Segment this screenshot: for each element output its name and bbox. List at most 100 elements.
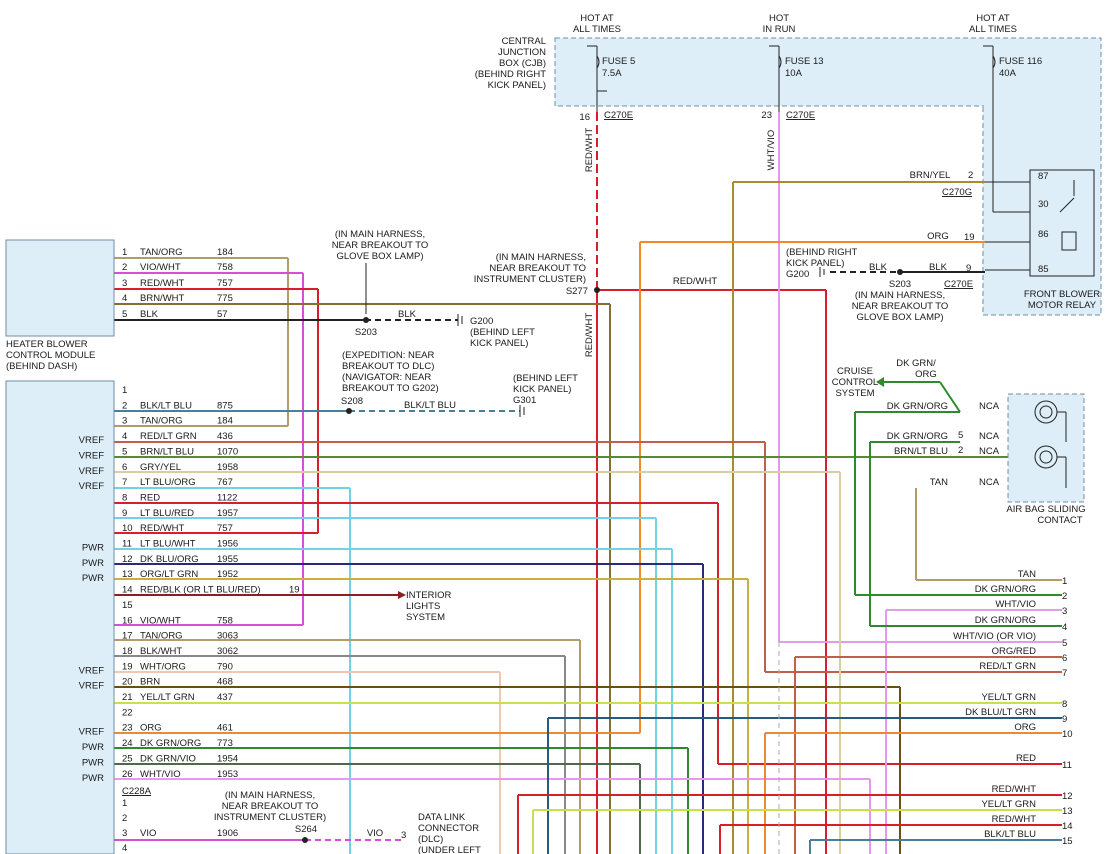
- airbag-row-nca: NCA: [979, 401, 1000, 412]
- airbag-row-pin: 5: [958, 430, 963, 441]
- right-pin-num: 7: [1062, 668, 1067, 679]
- s208-label: S208: [341, 396, 363, 407]
- cruise-wire-1: DK GRN/: [896, 358, 936, 369]
- connector-pin-color: LT BLU/WHT: [140, 539, 196, 550]
- relay-terminal-86: 86: [1038, 229, 1049, 240]
- relay-pin-9: 9: [966, 263, 971, 274]
- cjb-label-3: BOX (CJB): [499, 58, 546, 69]
- relay-label-2: MOTOR RELAY: [1028, 300, 1097, 311]
- heater-pin-num: 2: [122, 262, 127, 273]
- connector-pin-num: 10: [122, 523, 133, 534]
- red-wht-top-label: RED/WHT: [673, 276, 718, 287]
- connector-pin-side: VREF: [79, 681, 105, 692]
- connector-pin-side: VREF: [79, 466, 105, 477]
- s203-splice-dot: [363, 317, 369, 323]
- connector-pin-side: VREF: [79, 435, 105, 446]
- connector-pin-num: 24: [122, 738, 133, 749]
- connector-pin-circuit: 875: [217, 400, 233, 411]
- connector-pin-num: 19: [122, 661, 133, 672]
- right-pin-color: RED: [1016, 753, 1036, 764]
- feed1-hot-1: HOT AT: [580, 13, 614, 24]
- c228a-pin-color: VIO: [140, 828, 156, 839]
- connector-pin-side: PWR: [82, 543, 104, 554]
- c228a-pin-num: 4: [122, 843, 127, 854]
- connector-pin-num: 14: [122, 585, 133, 596]
- s277-splice-dot: [594, 287, 600, 293]
- cruise-3: SYSTEM: [835, 388, 874, 399]
- connector-pin-num: 6: [122, 462, 127, 473]
- right-pin-color: RED/LT GRN: [979, 661, 1036, 672]
- connector-pin-circuit: 758: [217, 615, 233, 626]
- c270e-label-3: C270E: [944, 279, 973, 290]
- right-pin-color: DK GRN/ORG: [975, 615, 1036, 626]
- vio-label: VIO: [367, 828, 383, 839]
- relay-label-1: FRONT BLOWER: [1024, 289, 1100, 300]
- s208-note-3: (NAVIGATOR: NEAR: [342, 372, 431, 383]
- c228a-pin-num: 2: [122, 813, 127, 824]
- s203-right-note-1: (IN MAIN HARNESS,: [855, 290, 945, 301]
- connector-pin-color: RED/LT GRN: [140, 431, 197, 442]
- connector-pin-color: DK BLU/ORG: [140, 554, 199, 565]
- heater-pin-num: 4: [122, 293, 127, 304]
- connector-pin-num: 21: [122, 692, 133, 703]
- connector-pin-circuit: 3062: [217, 646, 238, 657]
- right-pin-num: 3: [1062, 606, 1067, 617]
- g200-left-3: KICK PANEL): [470, 338, 528, 349]
- right-pin-color: WHT/VIO: [995, 599, 1036, 610]
- s277-note-2: NEAR BREAKOUT TO: [489, 263, 586, 274]
- s203-right-note-3: GLOVE BOX LAMP): [856, 312, 943, 323]
- heater-blower-control-module: HEATER BLOWER CONTROL MODULE (BEHIND DAS…: [5, 239, 233, 372]
- s203-label: S203: [355, 327, 377, 338]
- airbag-label-1: AIR BAG SLIDING: [1006, 504, 1085, 515]
- interior-lights-2: LIGHTS: [406, 601, 440, 612]
- connector-pin-side: VREF: [79, 481, 105, 492]
- s208-note-1: (EXPEDITION: NEAR: [342, 350, 435, 361]
- cjb-label-2: JUNCTION: [498, 47, 546, 58]
- right-pin-num: 8: [1062, 699, 1067, 710]
- cruise-2: CONTROL: [832, 377, 878, 388]
- connector-pin-color: DK GRN/ORG: [140, 738, 201, 749]
- dlc-label-2: CONNECTOR: [418, 823, 479, 834]
- right-pin-color: RED/WHT: [992, 784, 1037, 795]
- heater-pin-color: BLK: [140, 309, 159, 320]
- connector-pin-num: 25: [122, 753, 133, 764]
- s264-note-2: NEAR BREAKOUT TO: [222, 801, 319, 812]
- connector-pin-num: 3: [122, 416, 127, 427]
- g200-left-1: G200: [470, 316, 493, 327]
- connector-pin-color: ORG/LT GRN: [140, 569, 198, 580]
- connector-pin-side: VREF: [79, 727, 105, 738]
- feed3-hot-2: ALL TIMES: [969, 24, 1017, 35]
- right-pin-num: 6: [1062, 653, 1067, 664]
- fuse13-label: FUSE 13: [785, 56, 824, 67]
- c270e-label-1: C270E: [604, 110, 633, 121]
- right-pin-color: BLK/LT BLU: [984, 829, 1036, 840]
- s208-note-2: BREAKOUT TO DLC): [342, 361, 434, 372]
- cjb-pin-23: 23: [761, 110, 772, 121]
- connector-pin-circuit: 1955: [217, 554, 238, 565]
- dlc-label-1: DATA LINK: [418, 812, 466, 823]
- connector-pin-circuit: 757: [217, 523, 233, 534]
- splice-annotations: (IN MAIN HARNESS, NEAR BREAKOUT TO GLOVE…: [214, 128, 950, 854]
- right-pin-num: 9: [1062, 714, 1067, 725]
- c228a-pin-circuit: 1906: [217, 828, 238, 839]
- g200-left-2: (BEHIND LEFT: [470, 327, 535, 338]
- connector-pin-num: 16: [122, 615, 133, 626]
- right-pin-color: YEL/LT GRN: [981, 799, 1036, 810]
- cjb-pin-16: 16: [579, 112, 590, 123]
- s264-splice-dot: [302, 837, 308, 843]
- right-pin-color: ORG: [1014, 722, 1036, 733]
- connector-pin-circuit: 3063: [217, 631, 238, 642]
- wht-vio-vertical: WHT/VIO: [766, 130, 777, 171]
- g200-right-label: G200: [786, 269, 809, 280]
- relay-terminal-87: 87: [1038, 171, 1049, 182]
- heater-pin-color: TAN/ORG: [140, 247, 183, 258]
- heater-pin-num: 3: [122, 278, 127, 289]
- blk-label-1: BLK: [398, 309, 417, 320]
- connector-pin-num: 13: [122, 569, 133, 580]
- org-label: ORG: [927, 231, 949, 242]
- feed2-hot-2: IN RUN: [763, 24, 796, 35]
- right-pin-color: RED/WHT: [992, 814, 1037, 825]
